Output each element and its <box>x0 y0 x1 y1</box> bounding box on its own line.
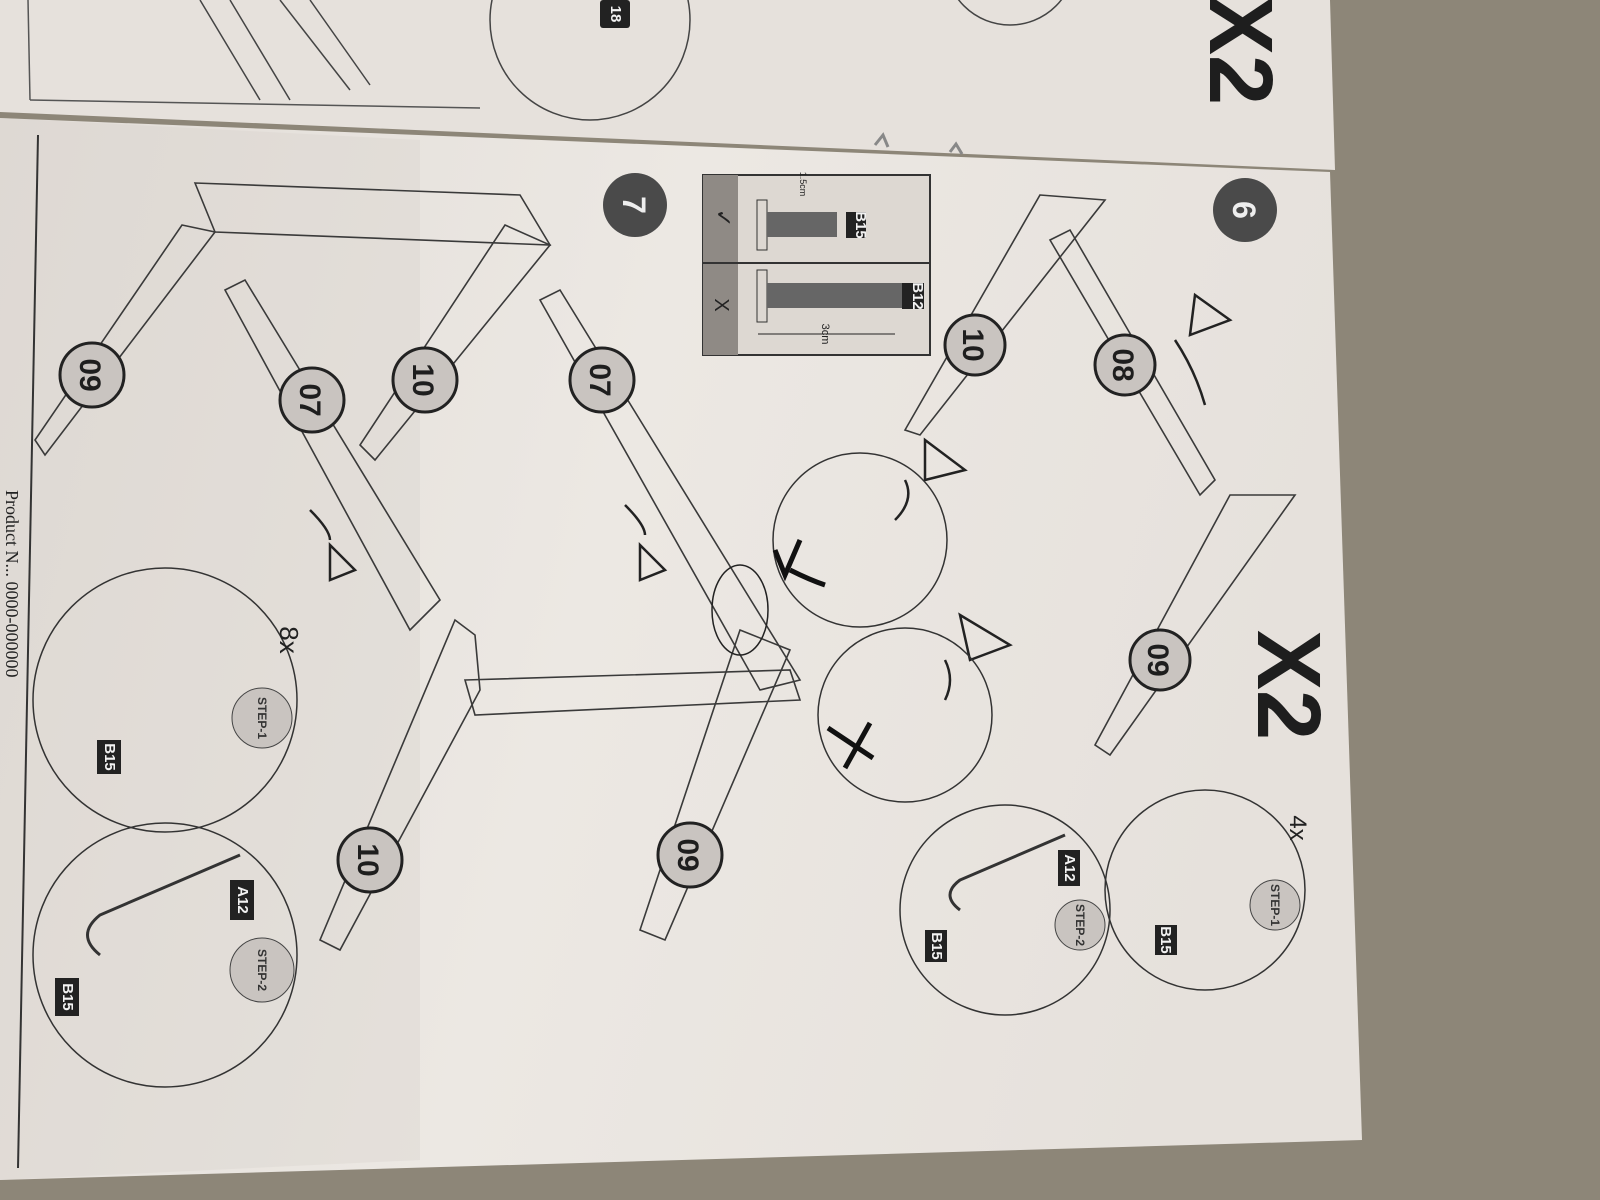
wrong-detail-circle <box>817 627 993 803</box>
step6-a12-label: A12 <box>1061 854 1078 882</box>
bolt-b15-label: B15 <box>852 211 869 239</box>
part-label: 07 <box>568 346 636 414</box>
step7-step1-label: STEP-1 <box>255 697 269 739</box>
step6-step2-label: STEP-2 <box>1073 904 1087 946</box>
step6-detail-2 <box>899 804 1111 1016</box>
svg-text:07: 07 <box>583 363 616 396</box>
margin-line <box>17 134 39 1169</box>
correct-mark-icon: ✓ <box>711 209 736 227</box>
upper-page <box>0 0 1335 170</box>
bolt-length-table: ✓ X B15 1.5cm B12 3cm <box>702 172 931 356</box>
svg-text:10: 10 <box>351 843 384 876</box>
bolt-b15-icon <box>767 212 837 237</box>
step6-b15-label: B15 <box>1157 926 1174 954</box>
step7-b15-label-2: B15 <box>59 983 76 1011</box>
step6-step1-label: STEP-1 <box>1268 884 1282 926</box>
svg-text:10: 10 <box>406 363 439 396</box>
step7-a12-label: A12 <box>234 886 251 914</box>
step7-detail-1 <box>32 567 298 833</box>
step7-step2-label: STEP-2 <box>255 949 269 991</box>
part-label: 10 <box>943 313 1007 377</box>
bolt-b12-icon <box>767 283 902 308</box>
svg-text:10: 10 <box>956 328 989 361</box>
part-label: 09 <box>656 821 724 889</box>
step7-b15-label: B15 <box>101 743 118 771</box>
step6-detail-1 <box>1104 789 1306 991</box>
hex-key-icon <box>86 853 241 957</box>
svg-text:09: 09 <box>73 358 106 391</box>
correct-detail-circle <box>772 452 948 628</box>
part-label: 09 <box>58 341 126 409</box>
part-label: 07 <box>278 366 346 434</box>
part-label: 08 <box>1093 333 1157 397</box>
warning-hand-icon <box>309 292 1233 701</box>
top-multiplier: X2 <box>1190 0 1290 105</box>
hex-key-icon <box>948 833 1066 912</box>
svg-text:07: 07 <box>293 383 326 416</box>
part-label: 10 <box>391 346 459 414</box>
step-6-multiplier: X2 <box>1238 630 1338 740</box>
step-7-badge <box>603 173 667 237</box>
step-6-badge <box>1213 178 1277 242</box>
svg-text:09: 09 <box>1141 643 1174 676</box>
footer-product-number: Product N... 0000-000000 <box>2 490 22 678</box>
top-fragment-label: 18 <box>607 6 624 23</box>
step6-b15-label-2: B15 <box>928 932 945 960</box>
cross-mark-icon <box>826 721 875 770</box>
svg-text:08: 08 <box>1106 348 1139 381</box>
bolt-b12-label: B12 <box>909 282 926 310</box>
frame-drawing-step7 <box>34 182 802 952</box>
wrong-mark-icon: X <box>710 298 732 311</box>
top-fragment <box>199 0 1063 121</box>
step6-count: 4x <box>1284 815 1311 840</box>
part-label: 10 <box>336 826 404 894</box>
step7-count: 8x <box>274 626 304 653</box>
staple <box>873 132 964 155</box>
step-7-number: 7 <box>616 196 652 214</box>
part-label: 09 <box>1128 628 1192 692</box>
svg-text:09: 09 <box>671 838 704 871</box>
check-mark-icon <box>772 539 826 588</box>
bolt-b15-length: 1.5cm <box>798 172 808 197</box>
step-6-number: 6 <box>1226 201 1262 219</box>
step7-detail-2 <box>32 822 298 1088</box>
